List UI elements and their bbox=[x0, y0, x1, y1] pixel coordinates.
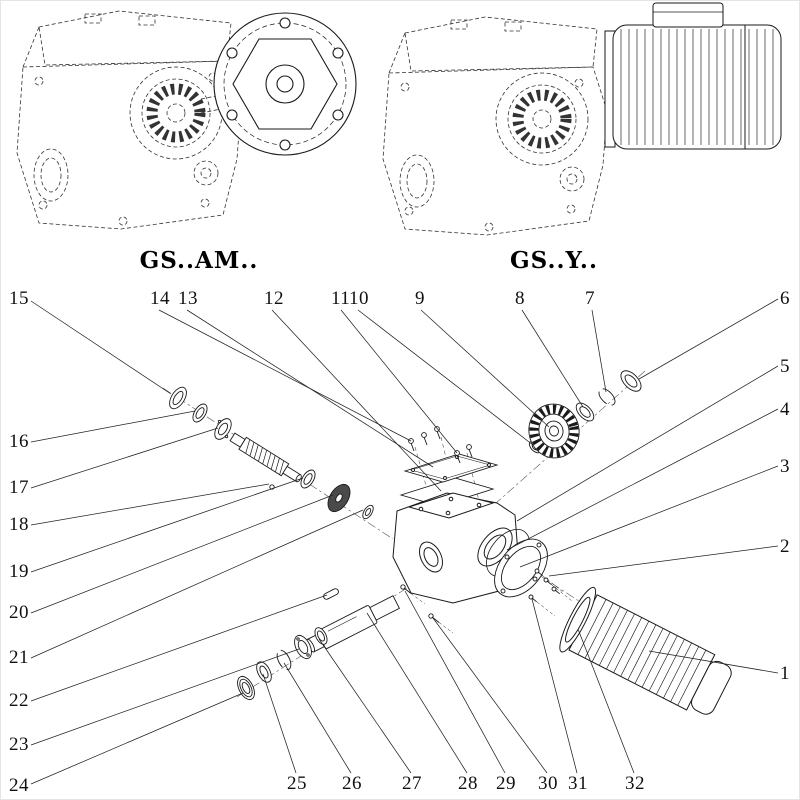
gearbox-outline-left bbox=[17, 11, 241, 229]
callout-14: 14 bbox=[150, 288, 170, 309]
callout-12: 12 bbox=[264, 288, 284, 309]
callout-18: 18 bbox=[9, 514, 29, 535]
callout-8: 8 bbox=[515, 288, 525, 309]
callout-30: 30 bbox=[538, 773, 558, 794]
callout-15: 15 bbox=[9, 288, 29, 309]
callout-27: 27 bbox=[402, 773, 422, 794]
motor-gs-y bbox=[604, 2, 782, 150]
callout-7: 7 bbox=[585, 288, 595, 309]
part-bearing-19 bbox=[300, 469, 316, 489]
part-key-22 bbox=[323, 588, 339, 600]
callout-20: 20 bbox=[9, 602, 29, 623]
callout-11: 11 bbox=[331, 288, 351, 309]
part-bolt-31 bbox=[528, 594, 556, 617]
motor-fins bbox=[620, 29, 774, 145]
part-circlip-26 bbox=[276, 649, 292, 671]
part-bearing-17 bbox=[214, 418, 232, 440]
part-ring-21 bbox=[362, 504, 374, 520]
part-screw-29 bbox=[400, 584, 426, 605]
callout-16: 16 bbox=[9, 431, 29, 452]
motor-fins bbox=[577, 599, 707, 706]
callout-23: 23 bbox=[9, 734, 29, 755]
callout-24: 24 bbox=[9, 775, 29, 796]
variant-title-gs-am: GS..AM.. bbox=[139, 247, 259, 274]
callout-1: 1 bbox=[780, 663, 790, 684]
part-screws-14 bbox=[408, 426, 441, 452]
variant-title-gs-y: GS..Y.. bbox=[510, 247, 598, 274]
part-ring-8 bbox=[575, 402, 595, 422]
callout-6: 6 bbox=[780, 288, 790, 309]
callout-29: 29 bbox=[496, 773, 516, 794]
callout-19: 19 bbox=[9, 561, 29, 582]
callout-32: 32 bbox=[625, 773, 645, 794]
leader-lines bbox=[30, 298, 779, 785]
part-disc-20 bbox=[327, 483, 351, 513]
part-output-shaft bbox=[306, 595, 400, 653]
callout-2: 2 bbox=[780, 536, 790, 557]
part-seal-6 bbox=[620, 370, 642, 392]
gearbox-outline-right bbox=[383, 17, 607, 235]
part-bolts-2 bbox=[534, 568, 573, 602]
callout-21: 21 bbox=[9, 647, 29, 668]
flange-gs-am bbox=[213, 12, 357, 156]
part-spacer-27 bbox=[314, 627, 328, 645]
callout-13: 13 bbox=[178, 288, 198, 309]
part-flange-5 bbox=[494, 538, 548, 598]
part-worm-shaft bbox=[229, 432, 302, 483]
callout-25: 25 bbox=[287, 773, 307, 794]
part-washer-24 bbox=[237, 675, 255, 701]
callout-26: 26 bbox=[342, 773, 362, 794]
callout-28: 28 bbox=[458, 773, 478, 794]
part-bearing-23 bbox=[294, 634, 312, 660]
callout-22: 22 bbox=[9, 690, 29, 711]
callout-31: 31 bbox=[568, 773, 588, 794]
callout-4: 4 bbox=[780, 399, 790, 420]
part-screw-30 bbox=[428, 613, 454, 634]
callout-17: 17 bbox=[9, 477, 29, 498]
part-seal-15 bbox=[169, 386, 187, 410]
part-circlip-7 bbox=[598, 388, 616, 406]
part-cover-13 bbox=[403, 453, 499, 483]
callout-9: 9 bbox=[415, 288, 425, 309]
callout-5: 5 bbox=[780, 356, 790, 377]
part-gear-9 bbox=[528, 403, 580, 459]
callout-3: 3 bbox=[780, 456, 790, 477]
part-seal-25 bbox=[256, 661, 272, 683]
part-motor-1 bbox=[559, 586, 732, 715]
callout-10: 10 bbox=[349, 288, 369, 309]
part-ring-16 bbox=[192, 403, 208, 423]
